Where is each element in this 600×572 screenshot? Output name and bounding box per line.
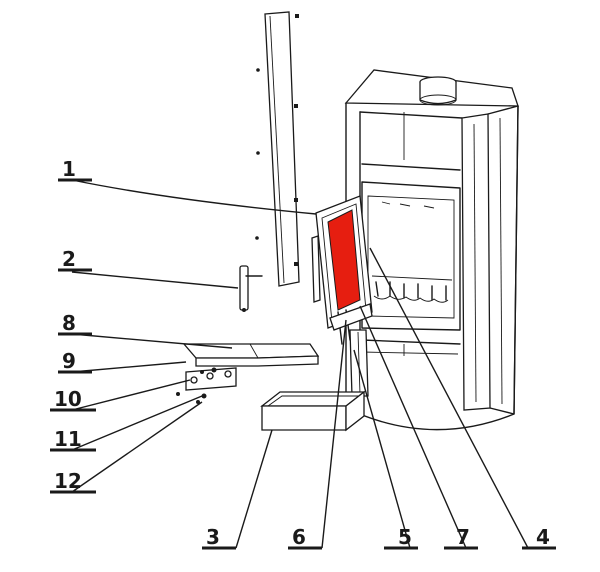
door-handle-part <box>239 265 263 312</box>
label-7: 7 <box>456 525 470 549</box>
label-2: 2 <box>62 247 76 271</box>
label-1: 1 <box>62 157 76 181</box>
label-5: 5 <box>398 525 412 549</box>
bottom-plate <box>182 343 320 367</box>
label-4: 4 <box>536 525 550 549</box>
mounting-rail <box>255 11 300 287</box>
stove-door <box>311 195 373 345</box>
ash-pan-rail <box>349 329 369 397</box>
label-3: 3 <box>206 525 220 549</box>
callout-labels: 1 2 8 9 10 11 12 3 6 5 7 4 <box>50 157 556 550</box>
bracket-parts <box>176 367 237 404</box>
door-glass-highlight <box>327 209 361 311</box>
label-6: 6 <box>292 525 306 549</box>
callout-lines <box>71 179 529 549</box>
stove-body <box>344 69 519 431</box>
ash-drawer <box>260 390 366 432</box>
label-10: 10 <box>54 387 82 411</box>
label-8: 8 <box>62 311 76 335</box>
label-9: 9 <box>62 349 76 373</box>
label-12: 12 <box>54 469 82 493</box>
label-11: 11 <box>54 427 82 451</box>
